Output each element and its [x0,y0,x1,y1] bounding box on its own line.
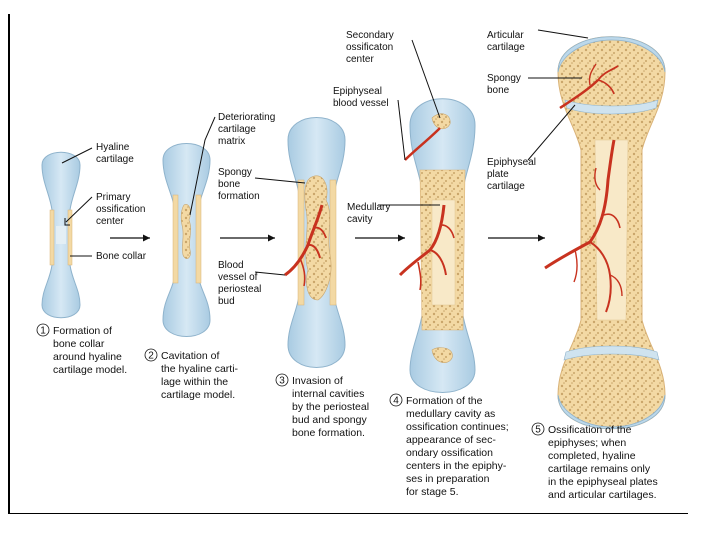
stage-2-number: 2 [148,351,154,362]
stage-3-caption: Invasion of internal cavities by the per… [292,375,372,439]
label-blood-vessel-periosteal: Blood vessel of periosteal bud [218,260,264,307]
stage-3-bone [284,117,346,368]
label-bone-collar: Bone collar [96,251,147,262]
label-medullary-cavity: Medullary cavity [347,202,393,225]
caption-stage-1: 1 Formation of bone collar around hyalin… [36,323,127,376]
stage-4-leaders [378,39,441,206]
stage-2-bone [162,143,211,337]
stage-5-number: 5 [535,425,541,436]
stage-1-leaders [61,147,93,257]
caption-stage-5: 5 Ossification of the epiphyses; when co… [531,422,661,501]
stage-5-bone [544,36,666,430]
stage-3-number: 3 [279,376,285,387]
label-articular-cartilage: Articular cartilage [487,30,526,53]
stage-5-caption: Ossification of the epiphyses; when comp… [548,424,661,501]
caption-stage-2: 2 Cavitation of the hyaline carti- lage … [144,348,241,401]
left-border-line [8,14,10,514]
stage-4-number: 4 [393,396,399,407]
label-epiphyseal-blood-vessel: Epiphyseal blood vessel [333,86,389,109]
caption-stage-4: 4 Formation of the medullary cavity as o… [389,393,512,498]
stage-4-caption: Formation of the medullary cavity as oss… [406,395,512,498]
label-secondary-ossification: Secondary ossificaton center [346,30,397,65]
stage-2-leaders [189,116,216,216]
stage-4-bone [398,98,476,393]
label-hyaline-cartilage: Hyaline cartilage [96,142,134,165]
label-epiphyseal-plate: Epiphyseal plate cartilage [487,157,539,192]
stage-5-leaders [527,29,589,161]
label-deteriorating-matrix: Deteriorating cartilage matrix [218,112,278,147]
stage-3-leaders [254,177,306,276]
label-spongy-bone-formation: Spongy bone formation [218,167,260,202]
bottom-border-line [8,513,688,514]
stage-1-number: 1 [40,326,46,337]
label-spongy-bone: Spongy bone [487,73,524,96]
stage-1-bone [41,151,81,319]
label-primary-ossification: Primary ossification center [96,192,148,227]
stage-2-caption: Cavitation of the hyaline carti- lage wi… [161,350,241,401]
caption-stage-3: 3 Invasion of internal cavities by the p… [275,373,372,439]
stage-1-caption: Formation of bone collar around hyaline … [53,325,127,376]
